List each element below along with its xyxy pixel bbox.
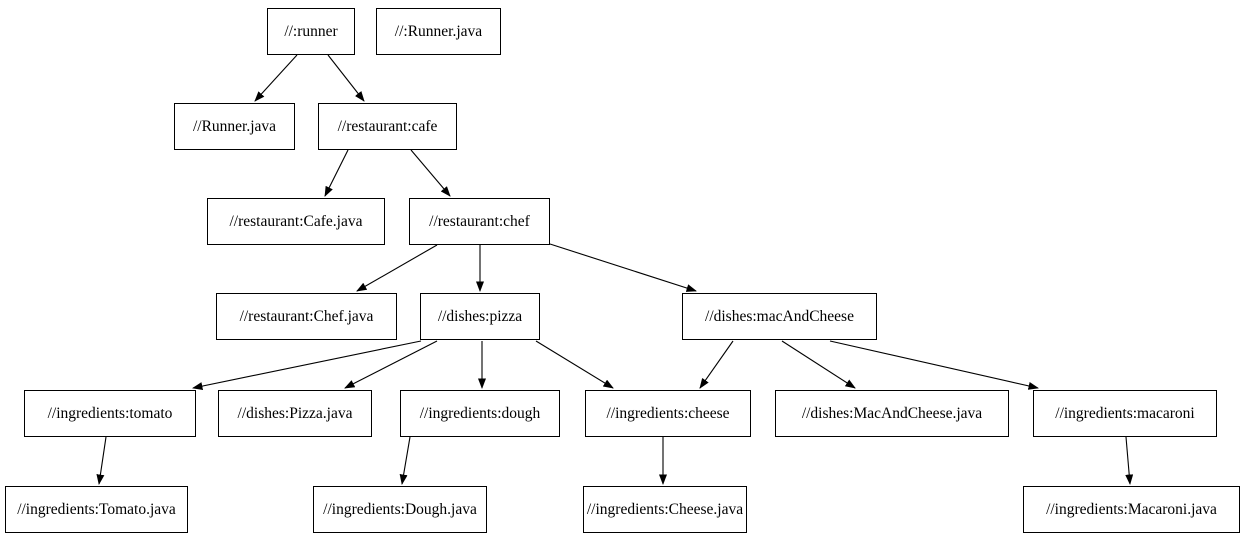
node-tomato-java: //ingredients:Tomato.java — [5, 486, 188, 533]
node-runner-java: //Runner.java — [174, 103, 295, 150]
node-dough-java: //ingredients:Dough.java — [313, 486, 487, 533]
node-cafe: //restaurant:cafe — [318, 103, 457, 150]
node-chef-java: //restaurant:Chef.java — [216, 293, 397, 340]
edge-pizza-to-pizza-java — [344, 340, 438, 389]
edge-cafe-to-cafe-java — [324, 149, 349, 197]
node-pizza: //dishes:pizza — [420, 293, 540, 340]
node-cheese: //ingredients:cheese — [585, 390, 751, 437]
node-tomato: //ingredients:tomato — [24, 390, 196, 437]
node-chef: //restaurant:chef — [409, 198, 550, 245]
node-cafe-java: //restaurant:Cafe.java — [207, 198, 385, 245]
edge-tomato-to-tomato-java — [96, 436, 107, 485]
node-macaroni: //ingredients:macaroni — [1033, 390, 1217, 437]
edge-chef-to-chef-java — [356, 244, 438, 292]
edge-pizza-to-cheese — [535, 340, 614, 389]
edge-cafe-to-chef — [410, 149, 451, 197]
edge-macaroni-to-macaroni-java — [1125, 436, 1134, 485]
node-macandcheese: //dishes:macAndCheese — [682, 293, 877, 340]
node-macaroni-java: //ingredients:Macaroni.java — [1023, 486, 1240, 533]
edge-dough-to-dough-java — [399, 436, 411, 485]
edge-macandcheese-to-cheese — [699, 340, 734, 389]
node-dough: //ingredients:dough — [400, 390, 560, 437]
edge-macandcheese-to-macaroni — [829, 340, 1039, 390]
edge-pizza-to-tomato — [192, 340, 422, 390]
edge-runner-to-cafe — [327, 54, 365, 102]
node-runner: //:runner — [267, 8, 355, 55]
node-runner-java-lib: //:Runner.java — [376, 8, 501, 55]
edge-macandcheese-to-macandcheese-java — [781, 340, 856, 389]
edge-chef-to-macandcheese — [549, 243, 697, 292]
node-cheese-java: //ingredients:Cheese.java — [583, 486, 747, 533]
edge-runner-to-runner-java — [254, 54, 298, 102]
node-macandcheese-java: //dishes:MacAndCheese.java — [775, 390, 1009, 437]
node-pizza-java: //dishes:Pizza.java — [218, 390, 372, 437]
